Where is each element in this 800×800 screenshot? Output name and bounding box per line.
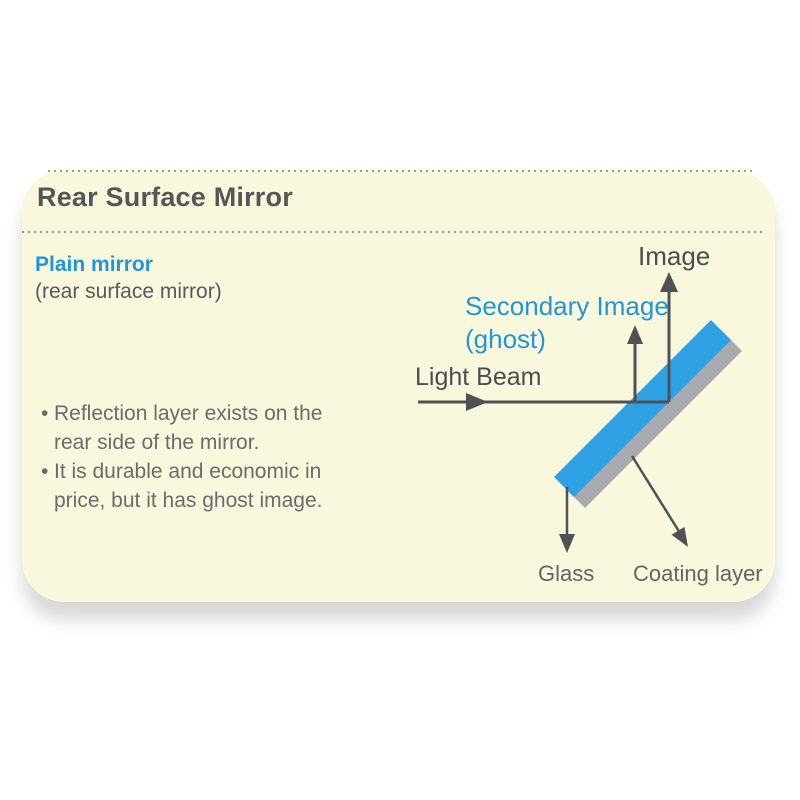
coating-pointer-line	[630, 455, 682, 534]
page-title: Rear Surface Mirror	[37, 182, 293, 212]
card-top-dotted-border	[48, 170, 755, 173]
glass-layer-shape	[554, 320, 731, 497]
secondary-image-label: Secondary Image (ghost)	[465, 290, 669, 356]
glass-label: Glass	[538, 561, 595, 586]
coating-layer-label: Coating layer	[633, 561, 763, 586]
glass-pointer-arrowhead	[559, 534, 575, 553]
light-beam-label: Light Beam	[415, 363, 542, 391]
bullet-item-durable-economic: It is durable and economic in price, but…	[41, 457, 326, 515]
light-beam-arrowhead	[466, 393, 488, 411]
subtitle-plain-mirror: Plain mirror	[35, 253, 153, 276]
subtitle-rear-surface-mirror: (rear surface mirror)	[35, 280, 222, 303]
bullet-item-reflection-layer: Reflection layer exists on the rear side…	[41, 399, 326, 457]
image-arrowhead	[660, 272, 678, 292]
coating-layer-shape	[565, 331, 742, 508]
bullet-list: Reflection layer exists on the rear side…	[41, 399, 326, 515]
secondary-image-label-line1: Secondary Image	[465, 291, 669, 321]
secondary-image-arrowhead	[627, 325, 643, 344]
title-divider	[22, 231, 765, 234]
secondary-image-label-line2: (ghost)	[465, 324, 546, 354]
coating-pointer-arrowhead	[671, 526, 688, 547]
image-label: Image	[638, 241, 711, 271]
